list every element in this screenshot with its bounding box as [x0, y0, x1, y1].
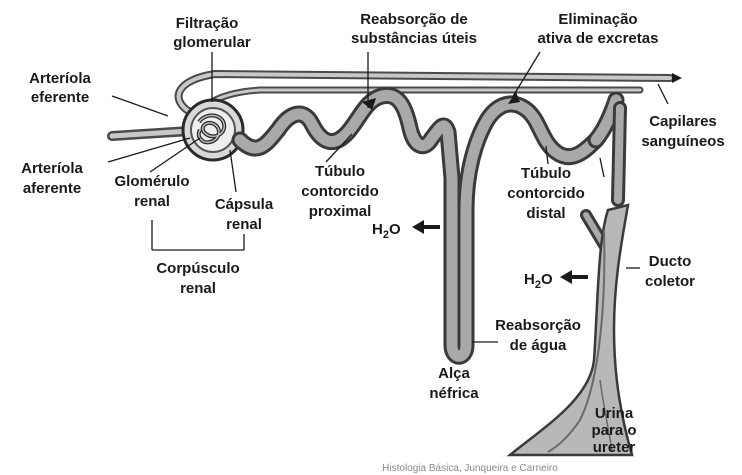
label-arteriola-aferente-line1: Arteríola	[21, 160, 83, 177]
label-urina-line3: ureter	[593, 439, 636, 456]
label-glomerulo-line1: Glomérulo	[114, 173, 189, 190]
label-ducto-line1: Ducto	[649, 253, 692, 270]
label-h2o-proximal: H2O	[372, 221, 401, 241]
label-capilares-line1: Capilares	[649, 113, 717, 130]
water-out-arrow-1	[412, 220, 424, 234]
label-corpusculo-line1: Corpúsculo	[156, 260, 239, 277]
label-h2o-coletor: H2O	[524, 271, 553, 291]
label-reabsorcao-substancias-line1: Reabsorção de	[360, 11, 468, 28]
source-credit: Histologia Básica, Junqueira e Carneiro	[382, 463, 558, 474]
label-reabs-agua-line1: Reabsorção	[495, 317, 581, 334]
flow-arrowhead	[672, 73, 682, 83]
label-reabsorcao-substancias-line2: substâncias úteis	[351, 30, 477, 47]
h2o-1-o: O	[389, 221, 401, 238]
h2o-2-o: O	[541, 271, 553, 288]
label-alca-line2: néfrica	[429, 385, 479, 402]
label-eliminacao-line2: ativa de excretas	[538, 30, 659, 47]
label-arteriola-aferente-line2: aferente	[23, 180, 81, 197]
label-capsula-line2: renal	[226, 216, 262, 233]
water-out-arrow-2	[560, 270, 572, 284]
label-alca-line1: Alça	[438, 365, 470, 382]
label-urina-line1: Urina	[595, 405, 634, 422]
label-corpusculo-line2: renal	[180, 280, 216, 297]
label-tubulo-distal-line1: Túbulo	[521, 165, 571, 182]
label-tubulo-proximal-line1: Túbulo	[315, 163, 365, 180]
label-arteriola-eferente-line2: eferente	[31, 89, 89, 106]
renal-corpuscle	[183, 100, 243, 160]
afferent-arteriole	[112, 131, 190, 136]
water-arrows	[412, 220, 588, 284]
label-eliminacao-line1: Eliminação	[558, 11, 637, 28]
label-tubulo-proximal-line3: proximal	[309, 203, 372, 220]
h2o-2-h: H	[524, 271, 535, 288]
label-capsula-line1: Cápsula	[215, 196, 274, 213]
label-reabs-agua-line2: de água	[510, 337, 567, 354]
label-glomerulo-line2: renal	[134, 193, 170, 210]
label-urina-line2: para o	[591, 422, 636, 439]
label-ducto-line2: coletor	[645, 273, 695, 290]
label-filtracao-line1: Filtração	[176, 15, 239, 32]
label-filtracao-line2: glomerular	[173, 34, 251, 51]
label-tubulo-distal-line3: distal	[526, 205, 565, 222]
label-tubulo-distal-line2: contorcido	[507, 185, 585, 202]
label-tubulo-proximal-line2: contorcido	[301, 183, 379, 200]
h2o-1-h: H	[372, 221, 383, 238]
label-arteriola-eferente-line1: Arteríola	[29, 70, 91, 87]
label-capilares-line2: sanguíneos	[641, 133, 724, 150]
